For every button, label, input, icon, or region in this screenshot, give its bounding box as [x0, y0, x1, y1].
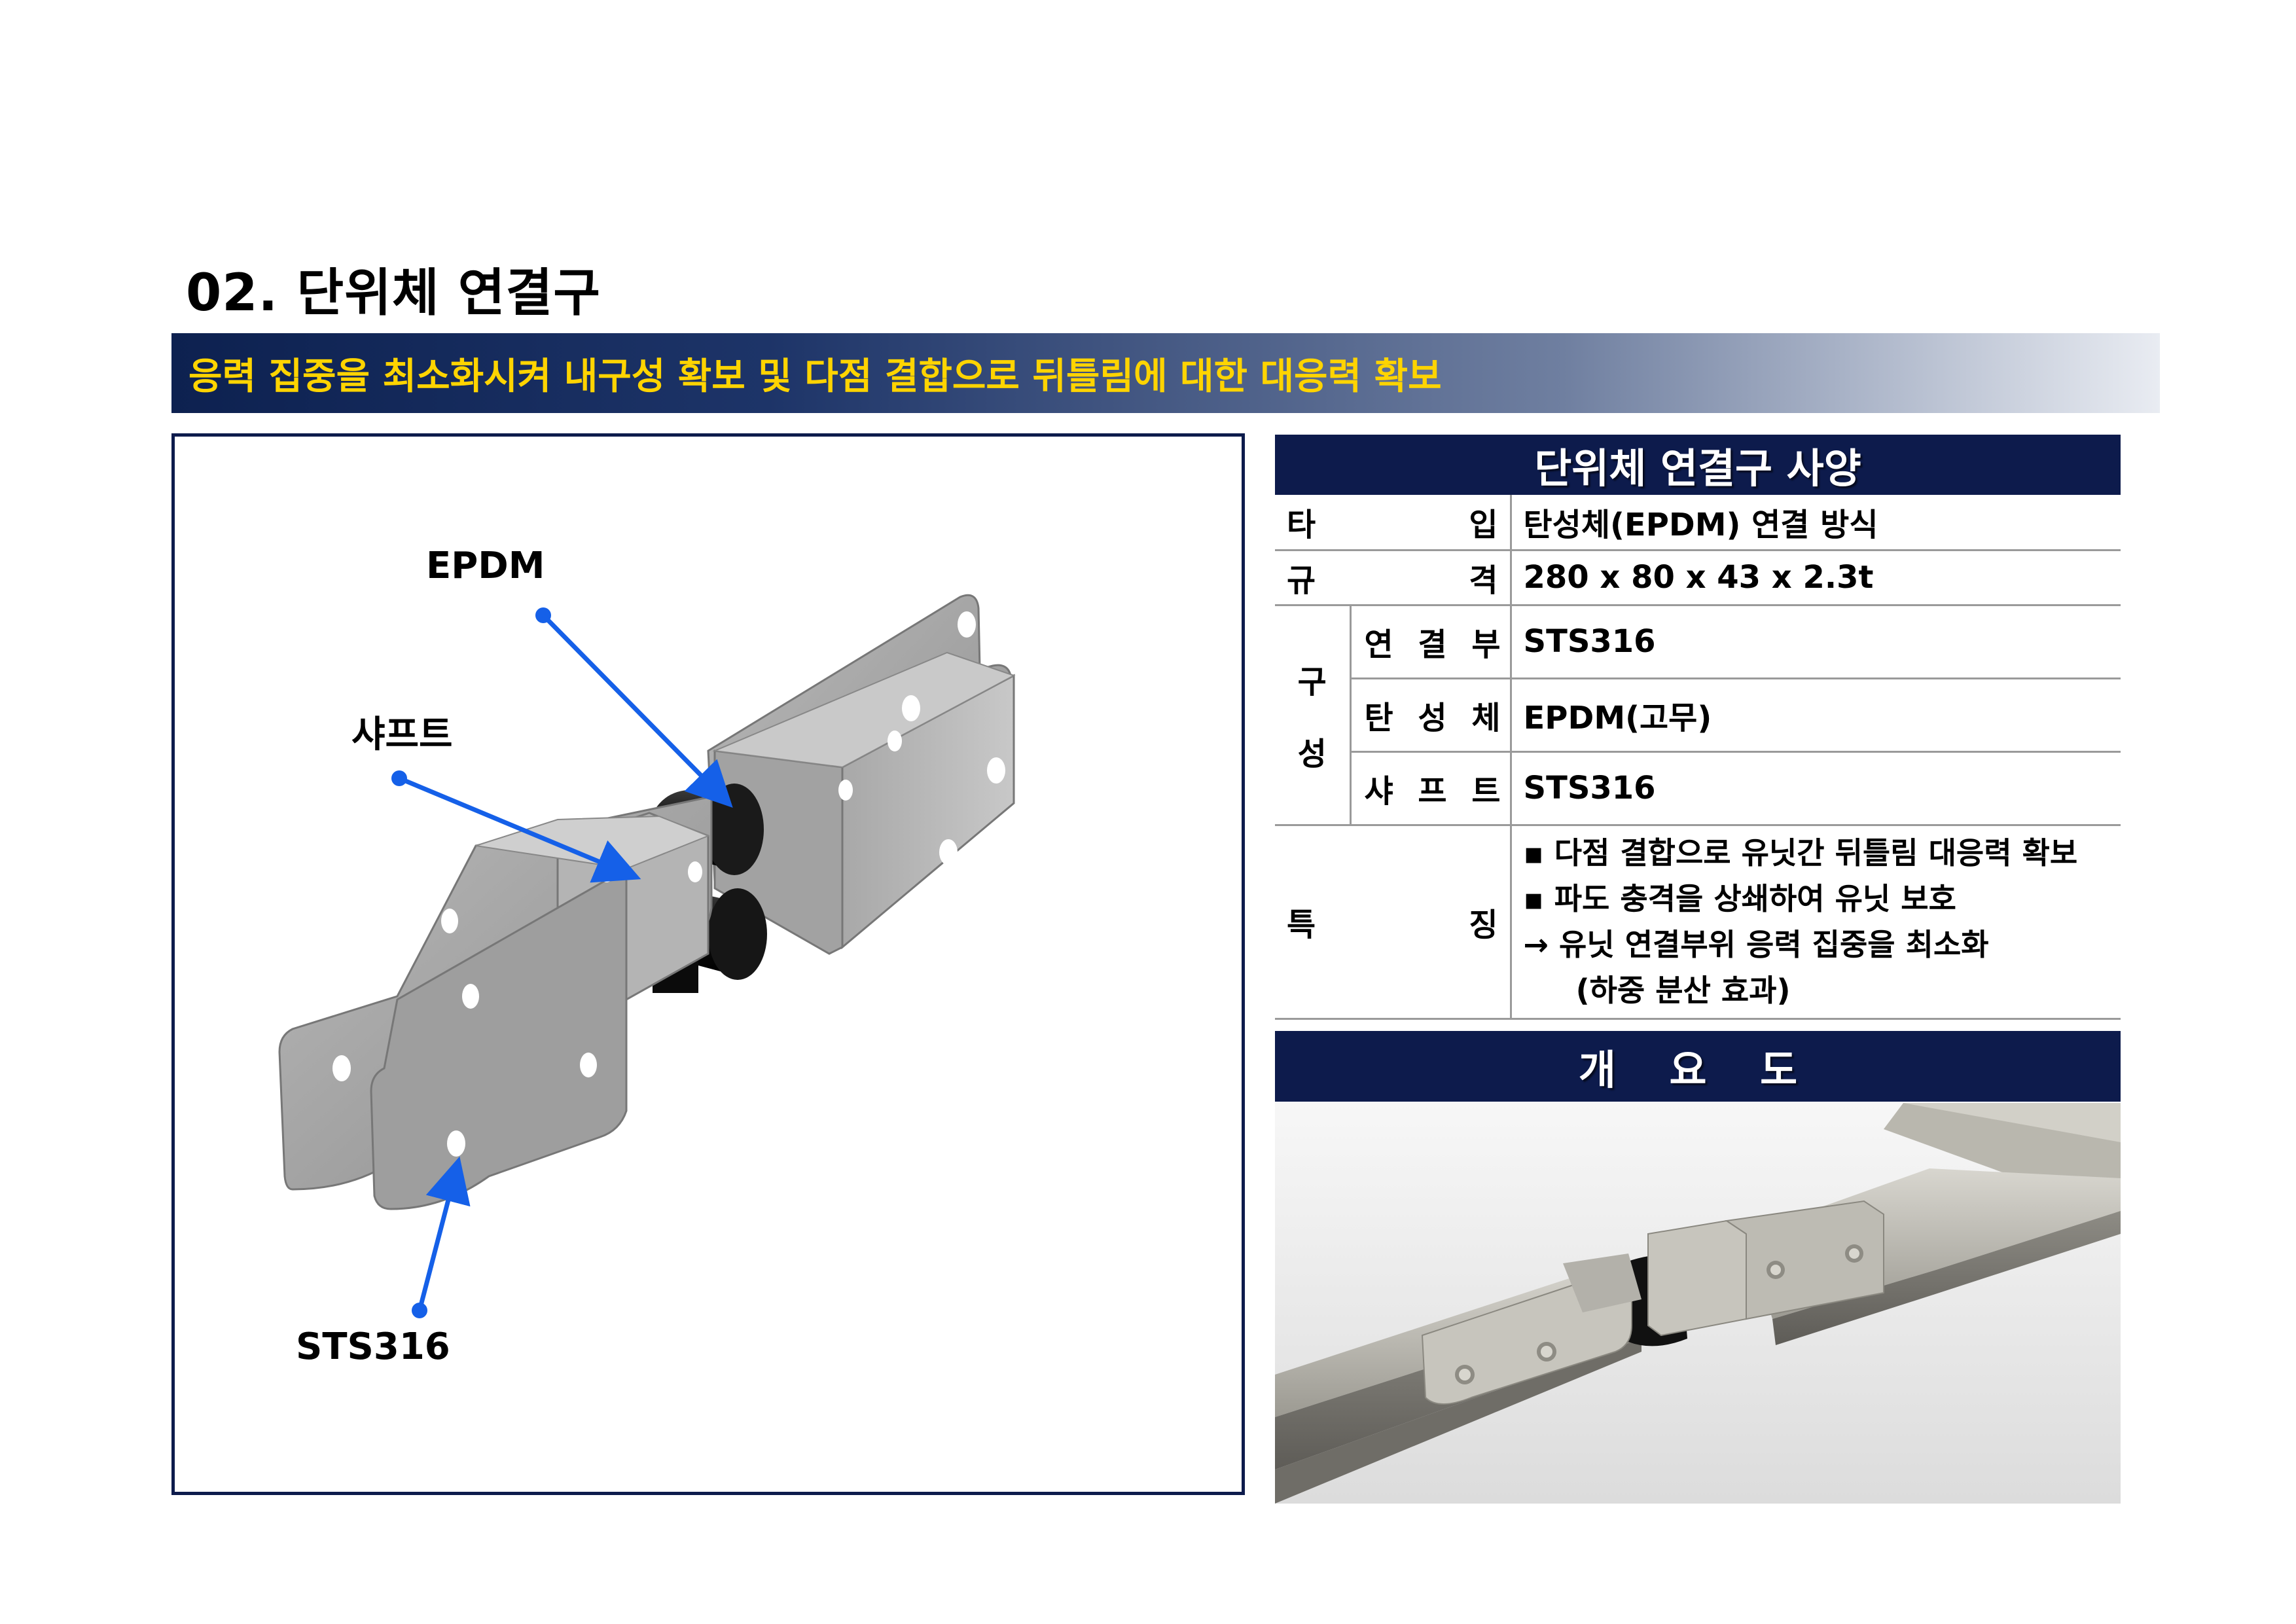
overview-assembly-illustration	[1275, 1103, 2121, 1504]
callout-epdm: EPDM	[426, 545, 545, 587]
subtitle-banner	[171, 333, 2160, 413]
spec-table: 타 입 탄성체(EPDM) 연결 방식 규 격 280 x 80 x 43 x …	[1275, 495, 2121, 1020]
feature-item: (하중 분산 효과)	[1523, 973, 1791, 1008]
callout-arrows	[391, 607, 733, 1318]
overview-render-image	[1275, 1103, 2121, 1504]
overview-header: 개 요 도	[1275, 1031, 2121, 1102]
feature-item: ▪ 다점 결합으로 유닛간 뒤틀림 대응력 확보	[1523, 835, 2078, 871]
callout-shaft: 샤프트	[351, 713, 453, 756]
callout-sts316: STS316	[296, 1326, 450, 1368]
page-title: 02. 단위체 연결구	[186, 264, 601, 323]
spec-label-features: 특 징	[1275, 825, 1512, 1020]
spec-row-type: 타 입 탄성체(EPDM) 연결 방식	[1275, 495, 2121, 551]
spec-value-size: 280 x 80 x 43 x 2.3t	[1511, 550, 2121, 606]
spec-features-list: ▪ 다점 결합으로 유닛간 뒤틀림 대응력 확보 ▪ 파도 충격을 상쇄하여 유…	[1511, 825, 2121, 1020]
connector-3d-illustration	[278, 594, 1016, 1318]
product-figure-frame: EPDM 샤프트 STS316	[171, 433, 1245, 1495]
spec-value-shaft: STS316	[1511, 751, 2121, 826]
spec-row-features: 특 징 ▪ 다점 결합으로 유닛간 뒤틀림 대응력 확보 ▪ 파도 충격을 상쇄…	[1275, 825, 2121, 1020]
feature-item: ▪ 파도 충격을 상쇄하여 유닛 보호	[1523, 881, 1956, 916]
spec-label-type: 타 입	[1275, 495, 1512, 551]
right-bracket	[707, 594, 1016, 955]
spec-label-size: 규 격	[1275, 550, 1512, 606]
spec-row-size: 규 격 280 x 80 x 43 x 2.3t	[1275, 550, 2121, 606]
spec-value-elastomer: EPDM(고무)	[1511, 678, 2121, 753]
spec-label-composition: 구 성	[1275, 605, 1352, 826]
left-bracket	[278, 795, 713, 1210]
spec-value-connector: STS316	[1511, 605, 2121, 679]
spec-table-header: 단위체 연결구 사양	[1275, 435, 2121, 495]
feature-item: → 유닛 연결부위 응력 집중을 최소화	[1523, 927, 1989, 962]
spec-value-type: 탄성체(EPDM) 연결 방식	[1511, 495, 2121, 551]
subtitle-text: 응력 집중을 최소화시켜 내구성 확보 및 다점 결합으로 뒤틀림에 대한 대응…	[188, 355, 1442, 398]
